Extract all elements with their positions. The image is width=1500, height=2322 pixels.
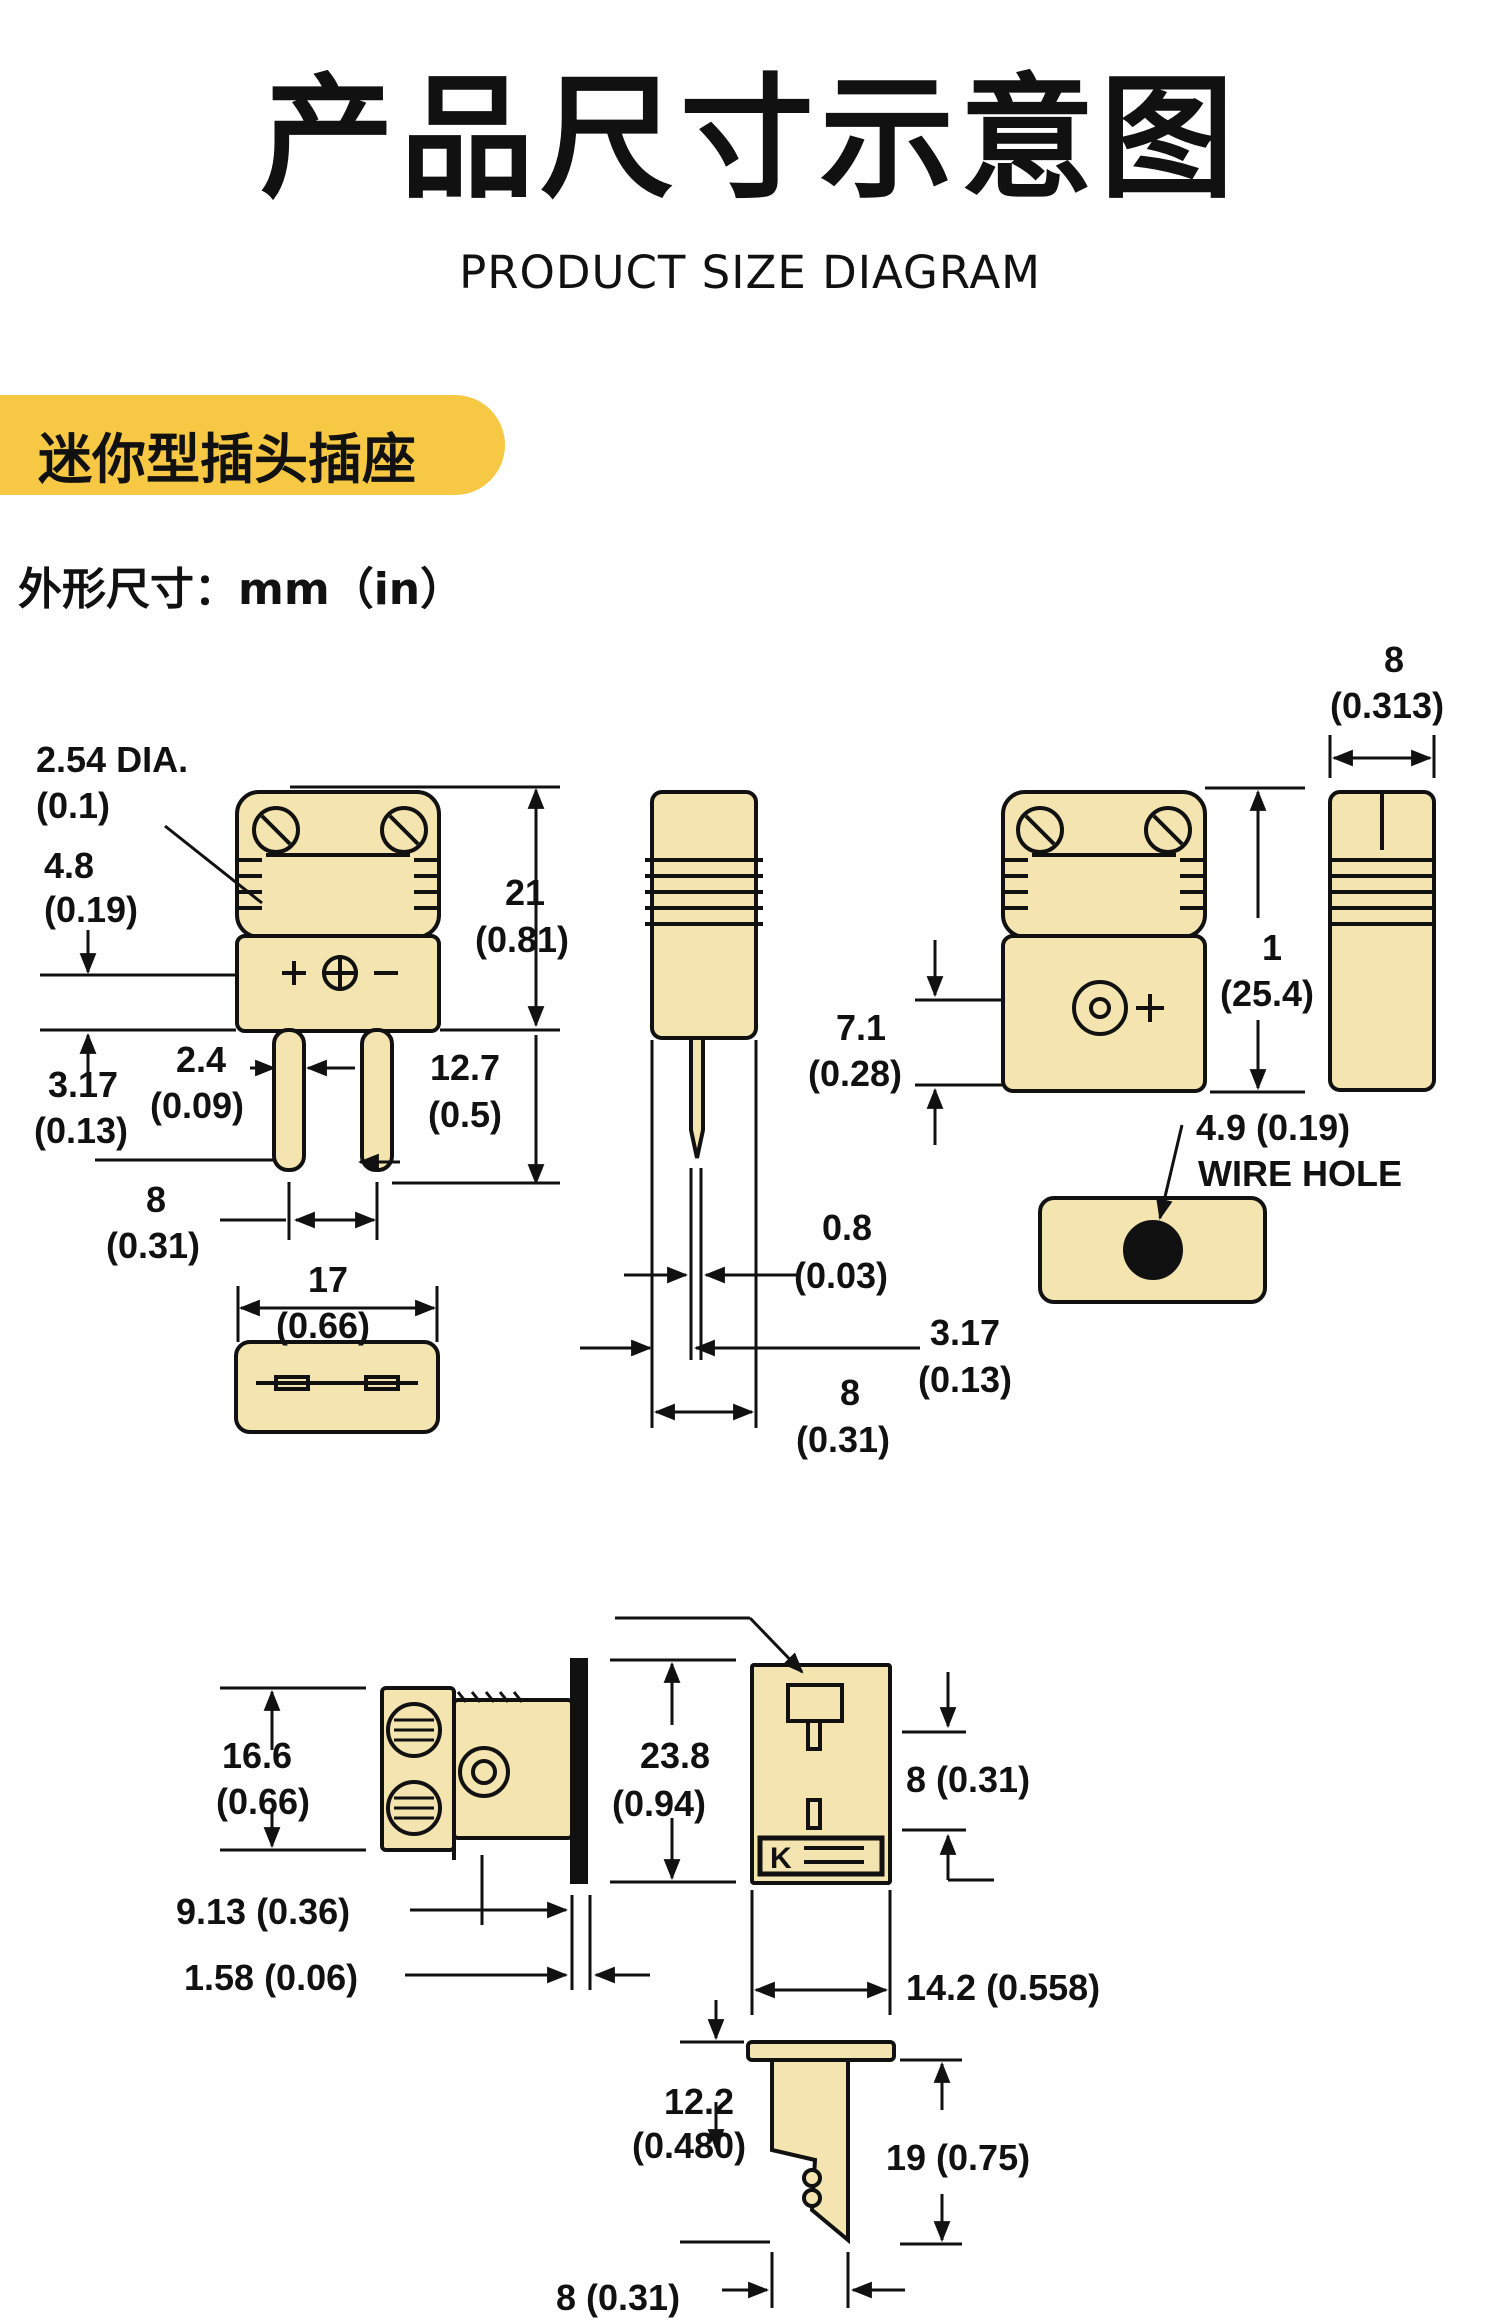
panel-jack-bottom-view <box>746 2040 896 2245</box>
dim-1-58-label: 1.58 (0.06) <box>184 1957 358 1998</box>
side-labels: 0.8 (0.03) 3.17 (0.13) 8 (0.31) <box>794 1207 1012 1460</box>
dim-1-label: 1 <box>1262 927 1282 968</box>
jack-wire-hole-view <box>1038 1196 1267 1304</box>
dim-8-bottom-label: 8 (0.31) <box>556 2277 680 2318</box>
plug-side-view <box>645 790 763 1159</box>
plug-fins <box>237 853 439 910</box>
panel-labels: 16.6 (0.66) 23.8 (0.94) 8 (0.31) 9.13 (0… <box>176 1735 1100 2318</box>
dim-8-in-label: (0.31) <box>106 1225 200 1266</box>
dim-8-jack-in-label: (0.313) <box>1330 685 1444 726</box>
units-label: 外形尺寸：mm（in） <box>18 564 465 615</box>
section-tab-label: 迷你型插头插座 <box>38 428 416 491</box>
dim-19-label: 19 (0.75) <box>886 2137 1030 2178</box>
dim-8-label: 8 <box>146 1179 166 1220</box>
jack-labels: 8 (0.313) 1 (25.4) 7.1 (0.28) 4.9 (0.19)… <box>808 639 1444 1194</box>
dim-12-7-in-label: (0.5) <box>428 1094 502 1135</box>
jack-dimension-lines <box>915 735 1436 1221</box>
wire-hole-label: WIRE HOLE <box>1198 1153 1402 1194</box>
jack-side-view <box>1328 790 1436 1092</box>
dim-7-1-in-label: (0.28) <box>808 1053 902 1094</box>
dim-23-8-in-label: (0.94) <box>612 1783 706 1824</box>
dim-14-2-label: 14.2 (0.558) <box>906 1967 1100 2008</box>
dim-8-jack-label: 8 <box>1384 639 1404 680</box>
plug-dimension-lines <box>40 785 560 1342</box>
page-subtitle: PRODUCT SIZE DIAGRAM <box>459 246 1041 299</box>
dim-1-in-label: (25.4) <box>1220 973 1314 1014</box>
side-dimension-lines <box>580 1040 920 1428</box>
dim-4-8-in-label: (0.19) <box>44 889 138 930</box>
dim-2-4-label: 2.4 <box>176 1039 226 1080</box>
dim-3-17-side-in-label: (0.13) <box>918 1359 1012 1400</box>
dim-17-in-label: (0.66) <box>276 1305 370 1346</box>
panel-dimension-lines <box>220 1616 994 2308</box>
pin-dia-in-label: (0.1) <box>36 785 110 826</box>
wire-hole-dim-label: 4.9 (0.19) <box>1196 1107 1350 1148</box>
dim-3-17-side-label: 3.17 <box>930 1312 1000 1353</box>
pin-dia-label: 2.54 DIA. <box>36 739 188 780</box>
dim-16-6-in-label: (0.66) <box>216 1781 310 1822</box>
dim-0-8-in-label: (0.03) <box>794 1255 888 1296</box>
plug-pin-right <box>360 1028 394 1172</box>
wire-hole-icon <box>1123 1220 1183 1280</box>
dim-0-8-label: 0.8 <box>822 1207 872 1248</box>
dim-21-in-label: (0.81) <box>475 919 569 960</box>
dim-7-1-label: 7.1 <box>836 1007 886 1048</box>
dim-12-2-label: 12.2 <box>664 2081 734 2122</box>
plug-pin-left <box>272 1028 306 1172</box>
k-type-label: K <box>770 1842 792 1875</box>
dim-8-side-in-label: (0.31) <box>796 1419 890 1460</box>
dim-3-17-label: 3.17 <box>48 1064 118 1105</box>
dim-17-label: 17 <box>308 1259 348 1300</box>
dim-21-label: 21 <box>505 872 545 913</box>
dim-12-7-label: 12.7 <box>430 1047 500 1088</box>
jack-front-view <box>1001 790 1207 1093</box>
dim-23-8-label: 23.8 <box>640 1735 710 1776</box>
section-tab: 迷你型插头插座 <box>0 395 505 495</box>
plug-labels: 2.54 DIA. (0.1) 4.8 (0.19) 21 (0.81) 3.1… <box>34 739 569 1346</box>
panel-jack-front-view <box>750 1663 892 1885</box>
plug-front-view <box>235 790 441 1172</box>
panel-jack-side-view <box>380 1658 588 1884</box>
plug-bottom-view <box>234 1340 440 1434</box>
dim-16-6-label: 16.6 <box>222 1735 292 1776</box>
dim-2-4-in-label: (0.09) <box>150 1085 244 1126</box>
panel-plate <box>570 1658 588 1884</box>
dim-9-13-label: 9.13 (0.36) <box>176 1891 350 1932</box>
dim-12-2-in-label: (0.480) <box>632 2125 746 2166</box>
dim-8-panel-label: 8 (0.31) <box>906 1759 1030 1800</box>
dim-8-side-label: 8 <box>840 1372 860 1413</box>
dim-4-8-label: 4.8 <box>44 845 94 886</box>
page-title: 产品尺寸示意图 <box>259 61 1240 217</box>
dim-3-17-in-label: (0.13) <box>34 1110 128 1151</box>
